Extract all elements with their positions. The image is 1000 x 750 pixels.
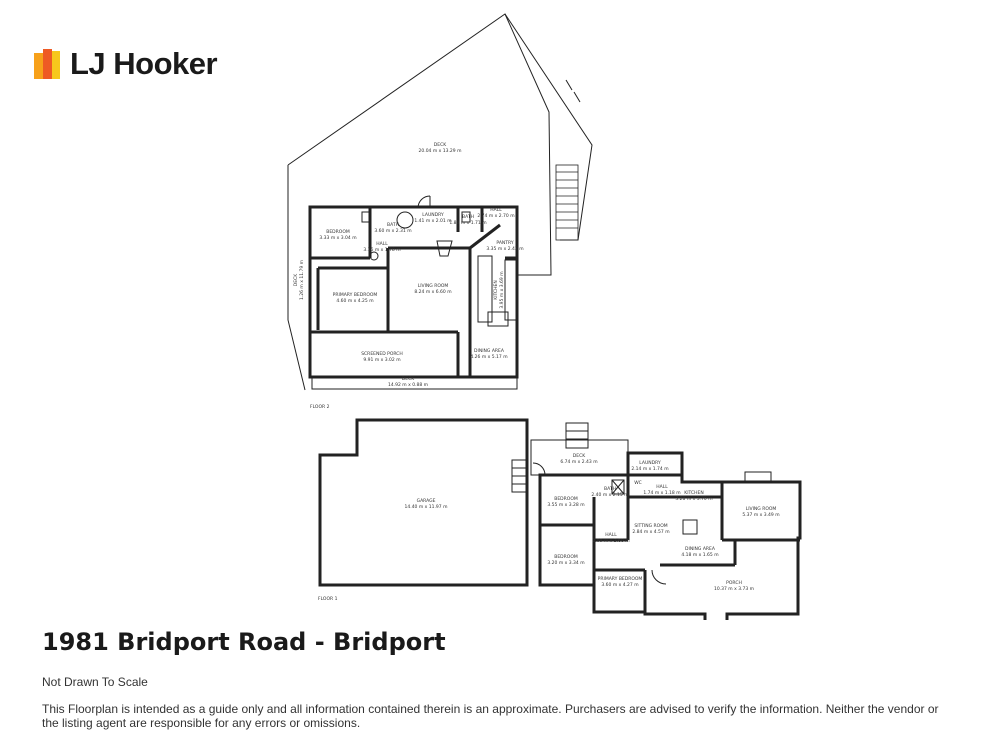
f2-laundry-name: LAUNDRY <box>422 212 444 218</box>
f1-porch-name: PORCH <box>726 580 742 586</box>
f1-bath-dim: 2.40 m x 2.15 m <box>591 492 628 498</box>
f1-laundry-name: LAUNDRY <box>639 460 661 466</box>
f2-bath2-name: BATH <box>462 214 474 220</box>
f1-bedroom1-dim: 3.55 m x 3.28 m <box>547 502 584 508</box>
f1-primary-name: PRIMARY BEDROOM <box>598 576 643 582</box>
f1-deck-name: DECK <box>573 453 586 459</box>
logo-mark-icon <box>34 49 60 79</box>
floor2-stairs <box>555 164 579 241</box>
f1-bedroom2-name: BEDROOM <box>554 554 578 560</box>
f1-laundry-dim: 2.14 m x 1.74 m <box>631 466 668 472</box>
floor2-label: FLOOR 2 <box>310 404 330 410</box>
f2-bedroom-dim: 3.33 m x 3.04 m <box>319 235 356 241</box>
f1-hall1-dim: 1.74 m x 1.18 m <box>643 490 680 496</box>
f1-hall1-name: HALL <box>656 484 668 490</box>
f2-deck-bottom-dim: 14.92 m x 0.88 m <box>388 382 428 388</box>
floor-plan: DECK 20.04 m x 13.29 m DECK 1.26 m x 11.… <box>287 13 802 620</box>
f2-primary-dim: 4.60 m x 4.25 m <box>336 298 373 304</box>
f1-sitting-dim: 2.84 m x 4.57 m <box>632 529 669 535</box>
f1-wc-name: WC <box>634 480 642 486</box>
f2-living-dim: 8.24 m x 6.60 m <box>414 289 451 295</box>
f2-hall2-name: HALL <box>376 241 388 247</box>
f2-bath1-name: BATH <box>387 222 399 228</box>
f2-laundry-dim: 1.41 m x 2.01 m <box>414 218 451 224</box>
floor1-label: FLOOR 1 <box>318 596 338 602</box>
f2-hall1-name: HALL <box>490 207 502 213</box>
f2-pantry-name: PANTRY <box>496 240 513 246</box>
f2-dining-dim: 4.26 m x 5.17 m <box>470 354 507 360</box>
f1-hall2-dim: 2.00 m x 2.60 m <box>592 538 629 544</box>
f1-porch-dim: 10.37 m x 3.73 m <box>714 586 754 592</box>
f2-hall2-dim: 3.16 m x 1.78 m <box>363 247 400 253</box>
f2-deck-bottom-name: DECK <box>402 376 415 382</box>
f1-sitting-name: SITTING ROOM <box>634 523 667 529</box>
brand-logo: LJ Hooker <box>34 44 218 84</box>
property-title: 1981 Bridport Road - Bridport <box>42 628 446 656</box>
f1-deck-dim: 6.74 m x 2.43 m <box>560 459 597 465</box>
f2-hall1-dim: 2.74 m x 2.70 m <box>477 213 514 219</box>
f1-bedroom2-dim: 3.20 m x 3.34 m <box>547 560 584 566</box>
f1-garage-name: GARAGE <box>417 498 436 504</box>
f2-deck-top-name: DECK <box>434 142 447 148</box>
f1-dining-name: DINING AREA <box>685 546 716 552</box>
f2-deck-side-dim: 1.26 m x 11.79 m <box>299 260 305 300</box>
f2-deck-top-dim: 20.04 m x 13.29 m <box>419 148 462 154</box>
f1-dining-dim: 4.18 m x 1.65 m <box>681 552 718 558</box>
f1-kitchen-name: KITCHEN <box>684 490 704 496</box>
f1-bath-name: BATH <box>604 486 616 492</box>
f1-living-name: LIVING ROOM <box>746 506 777 512</box>
f2-deck-side-name: DECK <box>293 273 299 286</box>
disclaimer: This Floorplan is intended as a guide on… <box>42 702 939 730</box>
floor1-walls <box>538 451 802 620</box>
f1-garage-dim: 14.40 m x 11.97 m <box>405 504 448 510</box>
f1-kitchen-dim: 3.28 m x 3.70 m <box>675 496 712 502</box>
f1-hall2-name: HALL <box>605 532 617 538</box>
f2-kitchen-name: KITCHEN <box>493 280 499 300</box>
brand-name: LJ Hooker <box>70 46 218 81</box>
f1-primary-dim: 3.60 m x 4.27 m <box>601 582 638 588</box>
f2-porch-dim: 9.91 m x 3.02 m <box>363 357 400 363</box>
f2-living-name: LIVING ROOM <box>418 283 449 289</box>
scale-note: Not Drawn To Scale <box>42 675 148 689</box>
f2-dining-name: DINING AREA <box>474 348 505 354</box>
f2-bedroom-name: BEDROOM <box>326 229 350 235</box>
f2-primary-name: PRIMARY BEDROOM <box>333 292 378 298</box>
floor2-deck-outline <box>287 13 552 276</box>
f2-bath1-dim: 3.60 m x 2.31 m <box>374 228 411 234</box>
f1-bedroom1-name: BEDROOM <box>554 496 578 502</box>
f2-porch-name: SCREENED PORCH <box>361 351 403 357</box>
f1-living-dim: 5.37 m x 3.49 m <box>742 512 779 518</box>
f2-bath2-dim: 1.80 m x 1.71 m <box>449 220 486 226</box>
f2-kitchen-dim: 3.95 m x 3.69 m <box>499 271 505 308</box>
floor1-garage-walls <box>318 418 529 587</box>
f2-pantry-dim: 3.35 m x 2.43 m <box>486 246 523 252</box>
